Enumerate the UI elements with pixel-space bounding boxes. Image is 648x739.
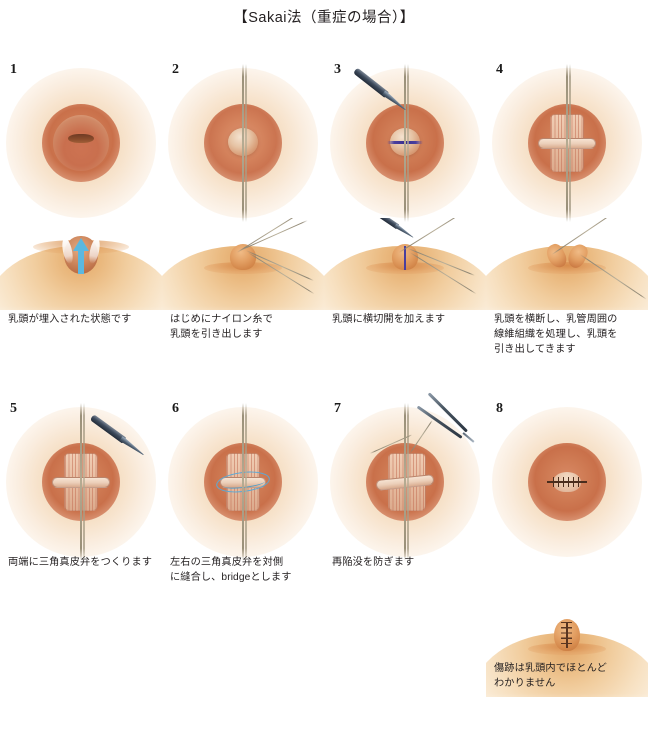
suture-thread-icon [239, 219, 308, 252]
panel-caption: 乳頭を横断し、乳管周囲の 線維組織を処理し、乳頭を 引き出してきます [494, 312, 648, 357]
scar-line [547, 481, 587, 483]
scar-icon [547, 472, 587, 492]
suture-marks [559, 622, 575, 648]
panel-number: 4 [496, 62, 503, 77]
panel-2: 2 はじめにナイロン糸で 乳頭を引き出します [162, 60, 324, 400]
panel-number: 6 [172, 401, 179, 416]
caption-line: わかりません [494, 678, 556, 689]
panel-6: 6 左右の三角真皮弁を対側 に縫合し、bridgeとします [162, 399, 324, 739]
suture-thread-icon [566, 64, 568, 222]
top-view-illustration [486, 407, 648, 557]
caption-line: はじめにナイロン糸で [170, 314, 273, 325]
side-view-illustration [324, 218, 486, 310]
incision-line [404, 246, 406, 270]
panel-number: 1 [10, 62, 17, 77]
caption-line: 左右の三角真皮弁を対側 [170, 557, 284, 568]
caption-line: 乳頭を引き出します [170, 329, 263, 340]
breast-mound [324, 246, 486, 310]
panel-7: 7 再陥没を防ぎます [324, 392, 488, 739]
suture-thread-icon [404, 64, 406, 222]
panel-number: 3 [334, 62, 341, 77]
page-title: 【Sakai法（重症の場合）】 [233, 10, 415, 26]
projecting-nipple [554, 619, 580, 651]
caption-line: に縫合し、bridgeとします [170, 572, 292, 583]
caption-line: 引き出してきます [494, 344, 576, 355]
caption-line: 乳頭が埋入された状態です [8, 314, 132, 325]
panel-number: 8 [496, 401, 503, 416]
panel-caption: 両端に三角真皮弁をつくります [8, 555, 164, 570]
side-view-illustration [486, 218, 648, 310]
caption-line: 乳頭を横断し、乳管周囲の [494, 314, 618, 325]
suture-thread-icon [242, 64, 244, 222]
suture-thread-icon [80, 403, 82, 561]
suture-thread-icon [407, 64, 409, 222]
top-view-illustration [162, 64, 324, 222]
panel-8: 8 傷跡は乳頭内でほとんど わかりません [486, 399, 648, 739]
panel-number: 2 [172, 62, 179, 77]
top-view-illustration [324, 392, 486, 561]
caption-line: 再陥没を防ぎます [332, 557, 415, 568]
panel-grid: 1 乳頭が埋入された状態です 2 [0, 30, 648, 697]
panel-1: 1 乳頭が埋入された状態です [0, 60, 162, 400]
suture-thread-icon [404, 403, 406, 561]
panel-number: 5 [10, 401, 17, 416]
top-view-illustration [0, 68, 162, 218]
suture-thread-icon [245, 403, 247, 561]
panel-5: 5 両端に三角真皮弁をつくります [0, 399, 162, 739]
suture-thread-icon [245, 64, 247, 222]
suture-thread-icon [569, 64, 571, 222]
panel-4: 4 乳頭を横断し、乳管周囲の 線維組織を処理し、乳頭を 引き出してきます [486, 60, 648, 400]
suture-thread-icon [407, 403, 409, 561]
suture-thread-icon [242, 403, 244, 561]
panel-caption: はじめにナイロン糸で 乳頭を引き出します [170, 312, 326, 342]
inverted-nipple [53, 115, 109, 171]
caption-line: 両端に三角真皮弁をつくります [8, 557, 153, 568]
panel-caption: 傷跡は乳頭内でほとんど わかりません [494, 661, 648, 691]
arrow-up-icon [73, 238, 89, 274]
side-view-illustration [162, 218, 324, 310]
top-view-illustration [0, 403, 162, 561]
areola-ridge [528, 262, 606, 274]
panel-caption: 再陥没を防ぎます [332, 555, 488, 570]
breast-mound [486, 246, 648, 310]
panel-number: 7 [334, 401, 341, 416]
caption-line: 乳頭に横切開を加えます [332, 314, 446, 325]
top-view-illustration [324, 64, 486, 222]
caption-line: 線維組織を処理し、乳頭を [494, 329, 618, 340]
suture-thread-icon [83, 403, 85, 561]
panel-caption: 乳頭が埋入された状態です [8, 312, 164, 327]
panel-caption: 乳頭に横切開を加えます [332, 312, 488, 327]
panel-caption: 左右の三角真皮弁を対側 に縫合し、bridgeとします [170, 555, 326, 585]
panel-3: 3 乳頭に横切開を加えます [324, 60, 486, 400]
top-view-illustration [486, 64, 648, 222]
top-view-illustration [162, 403, 324, 561]
